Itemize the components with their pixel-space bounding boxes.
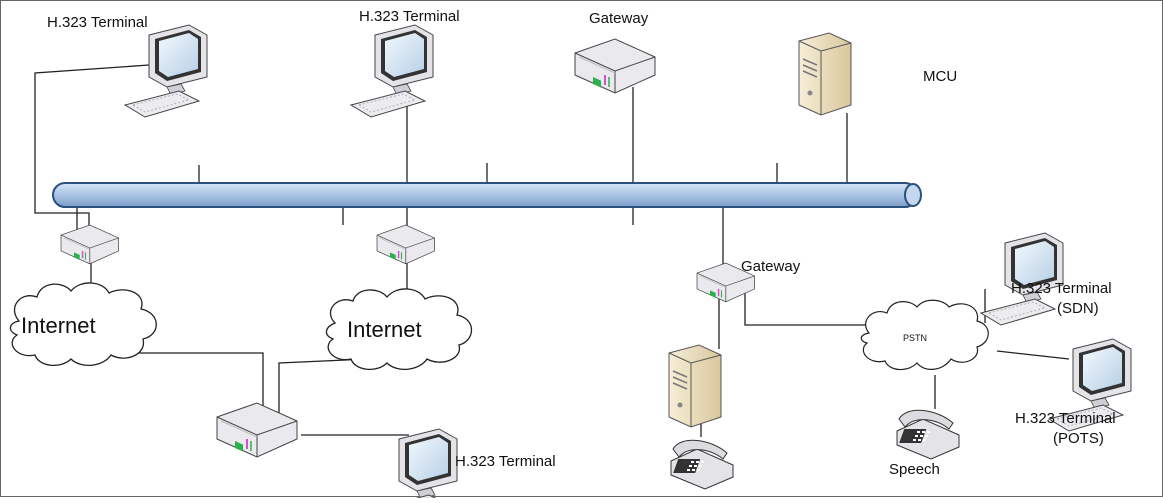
internet-cloud-mid: Internet: [325, 288, 473, 370]
wire-terminal-top-left: [34, 64, 150, 245]
label-terminal-top-left: H.323 Terminal: [47, 14, 148, 31]
cloud-label: Internet: [21, 313, 96, 338]
wire-pstn-pots: [996, 350, 1070, 360]
terminal-top-mid-icon: [350, 24, 434, 118]
cloud-label: Internet: [347, 317, 422, 342]
terminal-top-left-icon: [124, 24, 208, 118]
terminal-bottom-icon: [374, 428, 458, 503]
pstn-label: PSTN: [903, 333, 927, 343]
label-terminal-sdn: H.323 Terminal: [1011, 280, 1112, 297]
speech-telephone-icon: [896, 409, 960, 460]
label-speech: Speech: [889, 461, 940, 478]
router-left-icon: [60, 224, 120, 265]
gateway-top-icon: [574, 38, 656, 94]
wire-gateway-pstn: [744, 291, 873, 326]
label-gateway-top: Gateway: [589, 10, 649, 27]
pstn-cloud: PSTN: [860, 299, 989, 371]
label-terminal-bottom: H.323 Terminal: [455, 453, 556, 470]
terminal-sdn-icon: [980, 232, 1064, 326]
label-terminal-sdn-sub: (SDN): [1057, 300, 1099, 317]
label-terminal-top-mid: H.323 Terminal: [359, 8, 460, 25]
router-bottom-icon: [216, 402, 298, 458]
telephone-icon: [670, 439, 734, 490]
label-gateway-right: Gateway: [741, 258, 801, 275]
label-mcu: MCU: [923, 68, 957, 85]
mcu-server-icon: [798, 32, 852, 116]
label-terminal-pots: H.323 Terminal: [1015, 410, 1116, 427]
connection-lines: [34, 64, 1070, 437]
network-bus: [52, 182, 922, 208]
internet-cloud-left: Internet: [9, 282, 157, 366]
label-terminal-pots-sub: (POTS): [1053, 430, 1104, 447]
gateway-server-icon: [668, 344, 722, 428]
router-mid-icon: [376, 224, 436, 265]
